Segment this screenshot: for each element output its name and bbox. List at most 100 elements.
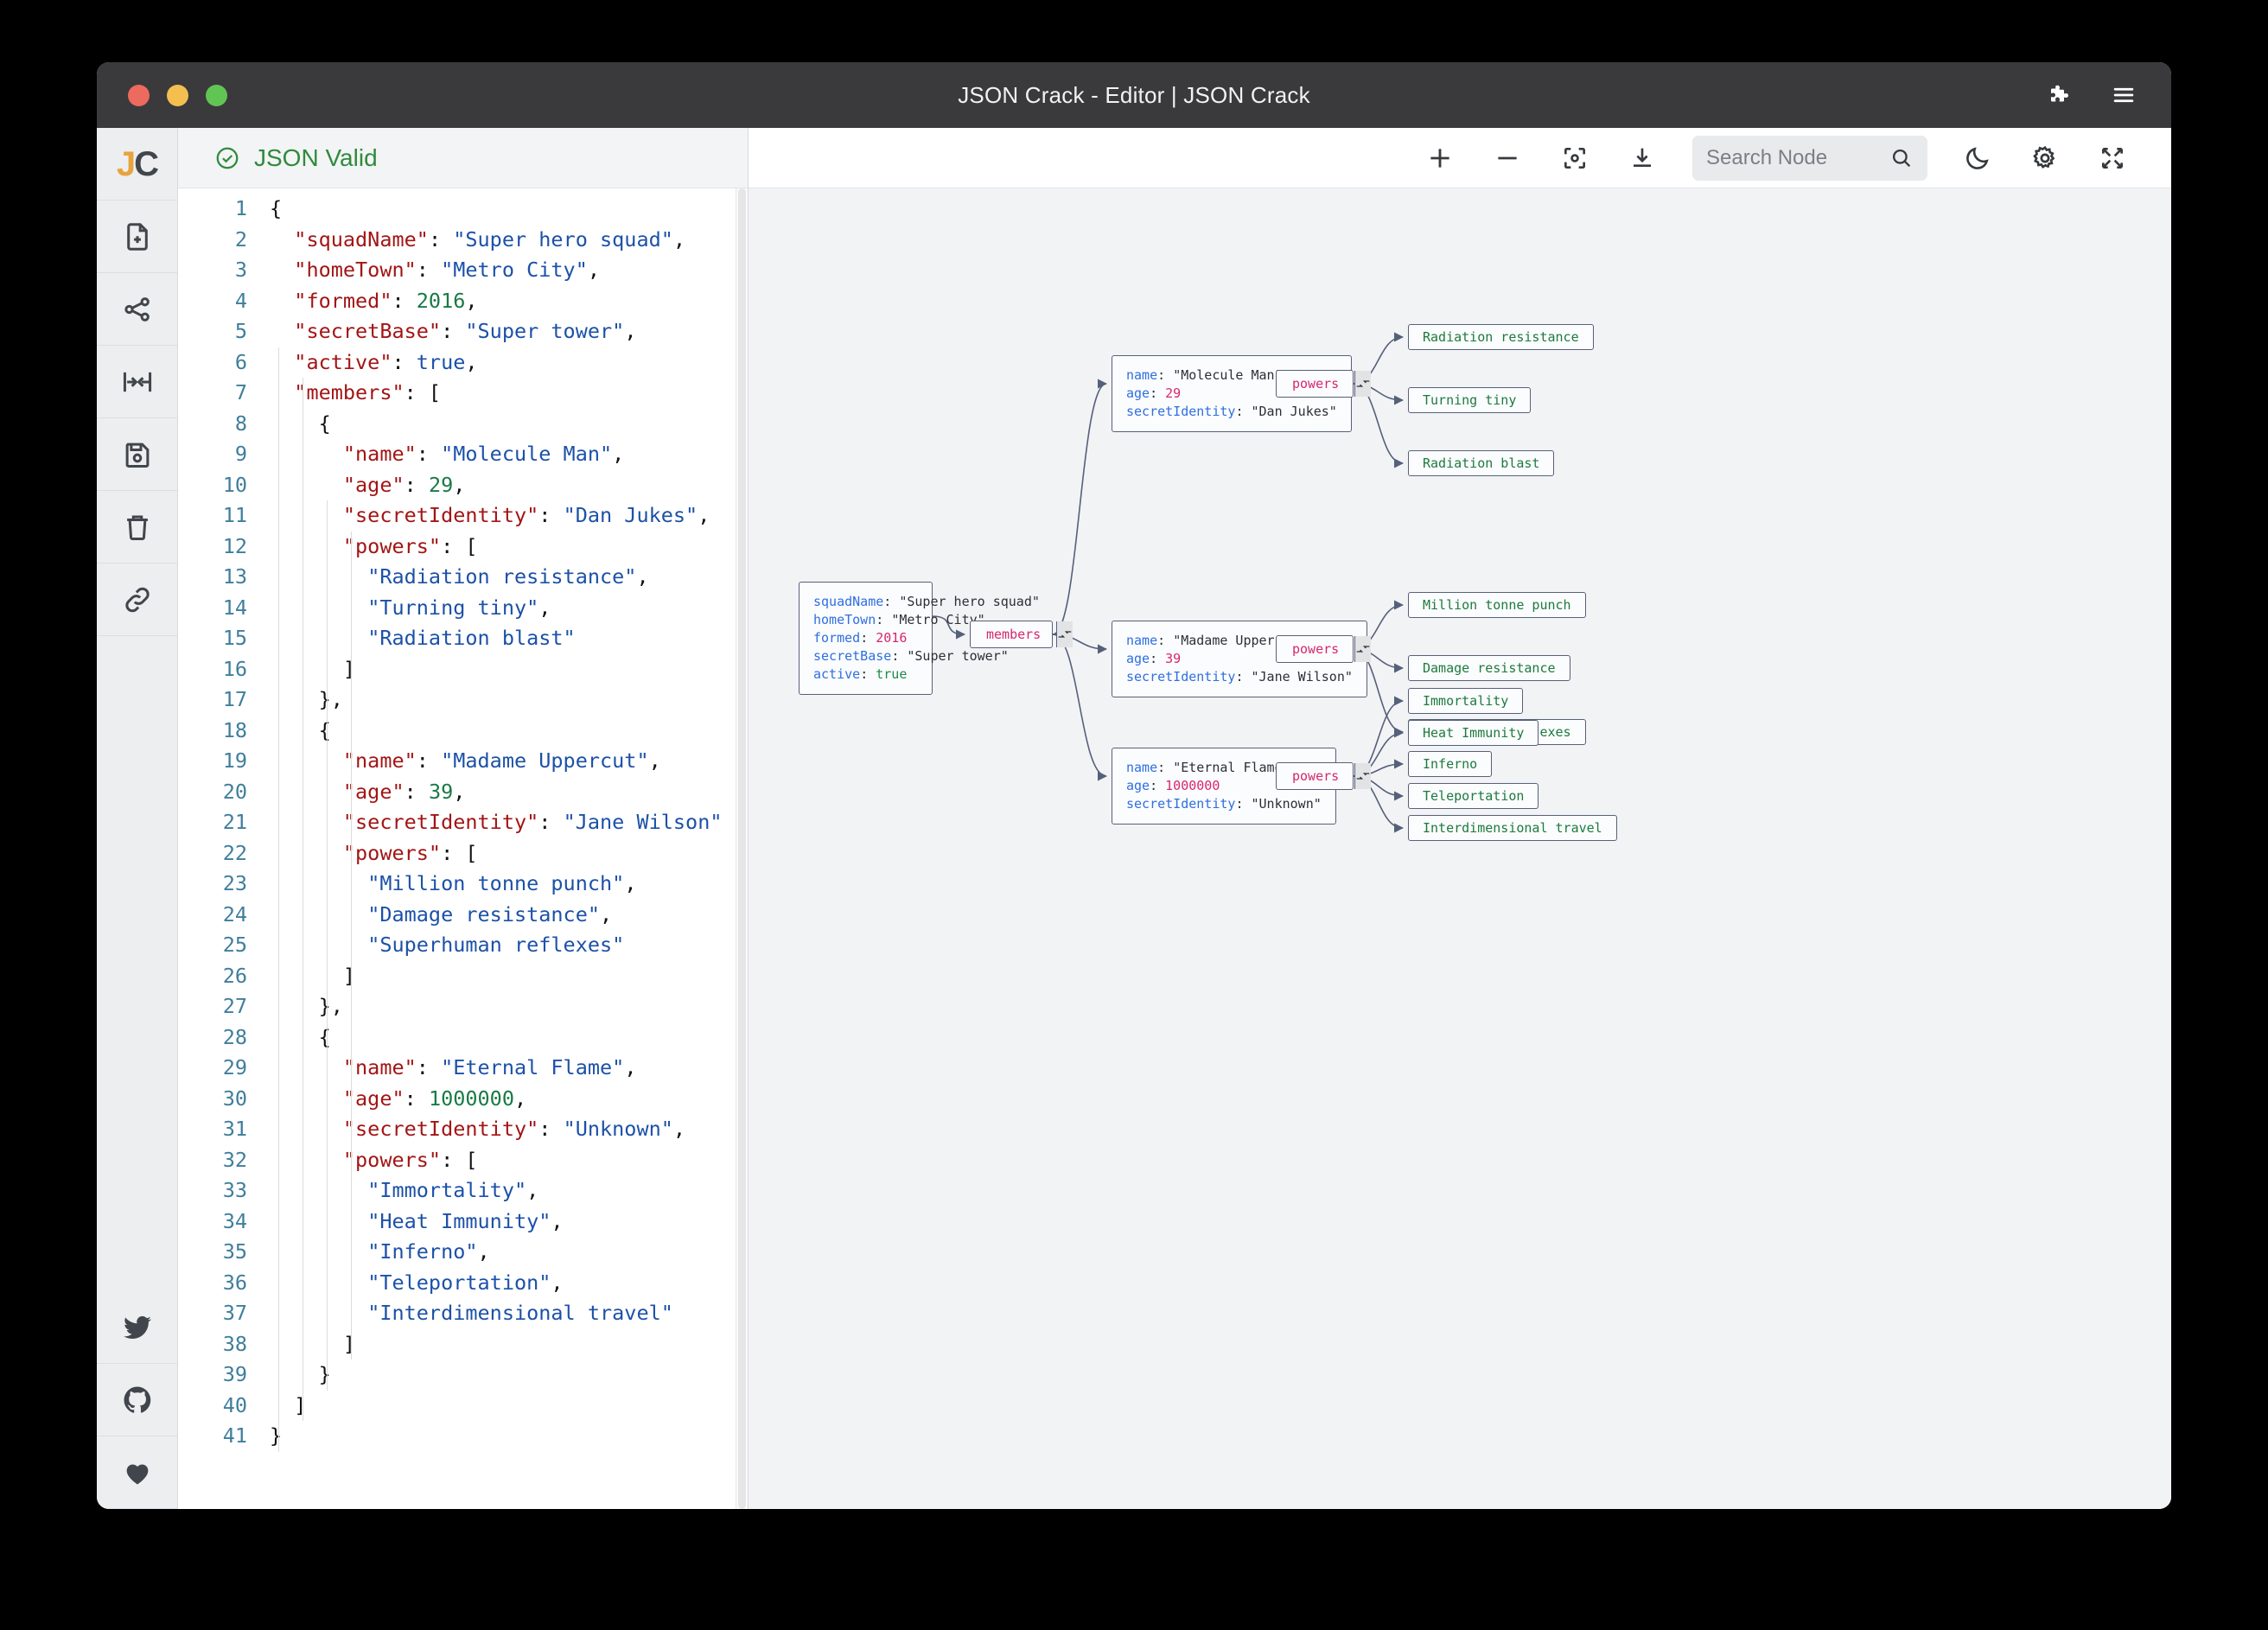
code-line[interactable]: { (270, 196, 283, 220)
code-line[interactable]: } (270, 1423, 283, 1448)
code-line[interactable]: "Radiation blast" (367, 626, 576, 650)
graph-node-leaf[interactable]: Immortality (1408, 688, 1524, 714)
new-file-icon[interactable] (97, 201, 178, 273)
code-line[interactable]: "name": "Eternal Flame", (342, 1055, 637, 1079)
code-line[interactable]: { (270, 411, 331, 436)
code-line[interactable]: { (270, 717, 331, 742)
code-line[interactable]: "secretBase": "Super tower", (294, 319, 637, 343)
code-line[interactable]: "formed": 2016, (294, 288, 478, 313)
logo-c: C (134, 144, 159, 183)
code-line[interactable]: "age": 1000000, (342, 1086, 527, 1111)
hamburger-menu-icon[interactable] (2109, 80, 2138, 110)
graph-canvas[interactable]: squadName: "Super hero squad"homeTown: "… (749, 188, 2171, 1509)
search-input[interactable] (1706, 145, 1881, 170)
code-line[interactable]: { (270, 1024, 331, 1049)
collapse-toggle[interactable] (1354, 763, 1372, 789)
puzzle-piece-icon[interactable] (2045, 80, 2074, 110)
code-line[interactable]: "name": "Madame Uppercut", (342, 748, 661, 773)
code-line[interactable]: "Teleportation", (367, 1270, 564, 1295)
save-icon[interactable] (97, 418, 178, 491)
collapse-arrows-icon[interactable] (97, 346, 178, 418)
code-line[interactable]: "Turning tiny", (367, 595, 551, 620)
code-line[interactable]: "secretIdentity": "Jane Wilson" (342, 810, 723, 834)
code-line[interactable]: "active": true, (294, 349, 478, 374)
code-line[interactable]: "powers": [ (342, 533, 478, 558)
zoom-in-icon[interactable] (1423, 141, 1457, 175)
zoom-out-icon[interactable] (1490, 141, 1525, 175)
collapse-toggle[interactable] (1354, 636, 1372, 662)
search-icon[interactable] (1889, 146, 1914, 170)
graph-node-leaf[interactable]: Million tonne punch (1408, 592, 1586, 618)
minimize-button[interactable] (167, 84, 188, 106)
code-line[interactable]: ] (270, 656, 356, 681)
graph-node-leaf[interactable]: Radiation blast (1408, 450, 1555, 476)
editor-vertical-scrollbar[interactable] (736, 188, 748, 1509)
code-line[interactable]: "homeTown": "Metro City", (294, 258, 601, 282)
code-line[interactable]: "Million tonne punch", (367, 871, 637, 895)
graph-node-powers-3[interactable]: powers (1276, 762, 1372, 790)
collapse-toggle[interactable] (1354, 371, 1372, 397)
graph-node-leaf[interactable]: Teleportation (1408, 783, 1539, 809)
app-body: JC (97, 128, 2171, 1509)
graph-node-leaf[interactable]: Damage resistance (1408, 655, 1570, 681)
collapse-toggle[interactable] (1056, 621, 1073, 647)
moon-icon[interactable] (1960, 141, 1995, 175)
maximize-button[interactable] (206, 84, 227, 106)
code-line[interactable]: "age": 29, (342, 472, 466, 497)
code-line[interactable]: "Superhuman reflexes" (367, 933, 625, 957)
link-icon[interactable] (97, 563, 178, 636)
line-number: 6 (234, 349, 247, 374)
code-line[interactable]: }, (270, 994, 343, 1018)
share-graph-icon[interactable] (97, 273, 178, 346)
code-line[interactable]: "powers": [ (342, 840, 478, 865)
graph-node-leaf[interactable]: Turning tiny (1408, 387, 1532, 413)
graph-node-leaf[interactable]: Heat Immunity (1408, 720, 1539, 746)
search-node-box[interactable] (1692, 135, 1927, 181)
node-row: age: 1000000 (1126, 778, 1220, 793)
download-icon[interactable] (1625, 141, 1660, 175)
heart-icon[interactable] (97, 1436, 178, 1509)
node-row: name: "Eternal Flame" (1126, 760, 1290, 775)
fullscreen-icon[interactable] (2095, 141, 2130, 175)
code-line[interactable]: "secretIdentity": "Unknown", (342, 1117, 686, 1141)
graph-node-leaf[interactable]: Interdimensional travel (1408, 815, 1617, 841)
code-line[interactable]: ] (270, 1331, 356, 1356)
line-number: 28 (222, 1024, 247, 1049)
code-line[interactable]: ] (270, 963, 356, 988)
code-line[interactable]: "Radiation resistance", (367, 564, 649, 589)
graph-node-root[interactable]: squadName: "Super hero squad"homeTown: "… (799, 582, 1040, 695)
code-line[interactable]: }, (270, 687, 343, 711)
node-key: name (1126, 633, 1158, 648)
code-line[interactable]: } (270, 1362, 331, 1386)
line-number: 40 (222, 1392, 247, 1417)
code-line[interactable]: "Interdimensional travel" (367, 1301, 673, 1325)
graph-node-powers-1[interactable]: powers (1276, 370, 1372, 398)
line-number: 27 (222, 994, 247, 1018)
code-line[interactable]: "squadName": "Super hero squad", (294, 226, 686, 252)
graph-node-leaf[interactable]: Radiation resistance (1408, 324, 1594, 350)
graph-node-members[interactable]: members (970, 621, 1073, 648)
code-lines[interactable]: { "squadName": "Super hero squad", "home… (247, 194, 723, 1452)
app-logo[interactable]: JC (97, 128, 178, 201)
code-line[interactable]: "Immortality", (367, 1178, 539, 1202)
trash-icon[interactable] (97, 491, 178, 563)
code-line[interactable]: "Inferno", (367, 1239, 490, 1264)
graph-node-leaf[interactable]: Inferno (1408, 751, 1493, 777)
code-line[interactable]: "powers": [ (342, 1147, 478, 1172)
close-button[interactable] (128, 84, 150, 106)
code-line[interactable]: "name": "Molecule Man", (342, 442, 625, 466)
gear-icon[interactable] (2028, 141, 2062, 175)
code-line[interactable]: "Damage resistance", (367, 901, 613, 926)
code-line[interactable]: "members": [ (294, 380, 442, 404)
code-line[interactable]: ] (270, 1392, 307, 1417)
code-line[interactable]: "age": 39, (342, 779, 466, 804)
center-view-icon[interactable] (1558, 141, 1592, 175)
github-icon[interactable] (97, 1364, 178, 1436)
graph-node-powers-2[interactable]: powers (1276, 635, 1372, 663)
code-line[interactable]: "Heat Immunity", (367, 1208, 564, 1233)
twitter-icon[interactable] (97, 1291, 178, 1364)
code-line[interactable]: "secretIdentity": "Dan Jukes", (342, 503, 710, 527)
check-circle-icon (216, 147, 239, 169)
